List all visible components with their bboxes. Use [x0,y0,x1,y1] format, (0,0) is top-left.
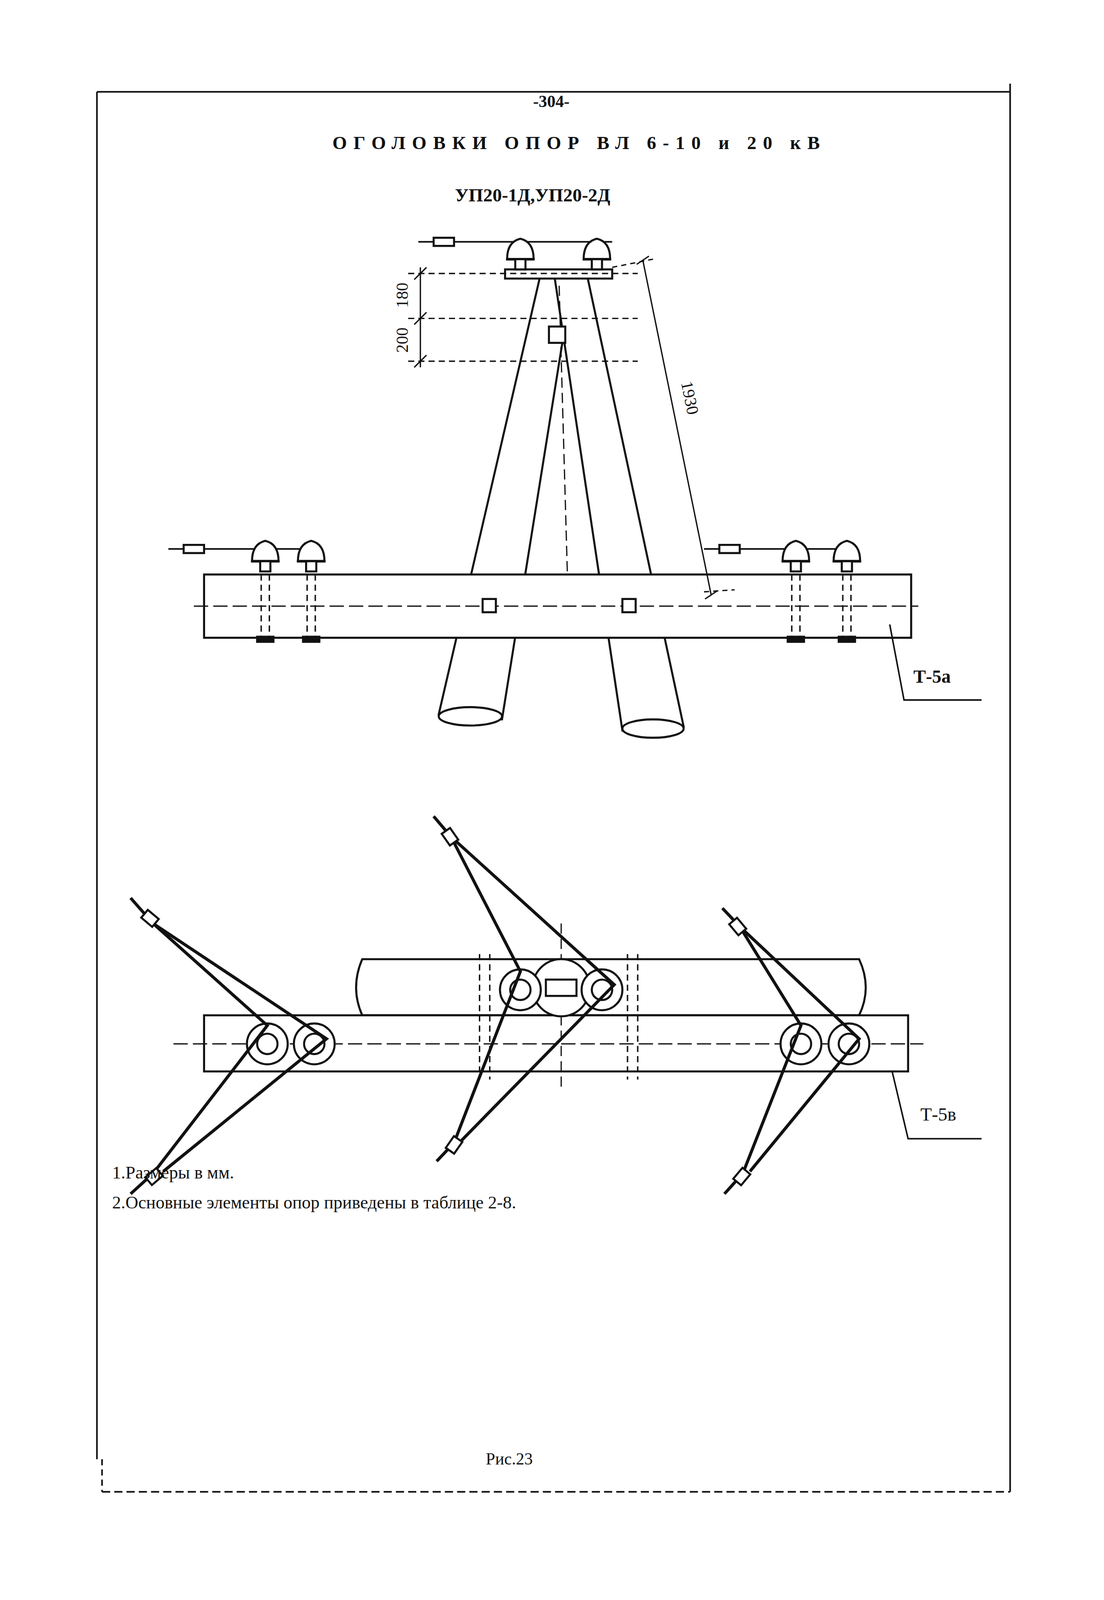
bolt [548,326,566,343]
insulator [297,540,326,572]
plan-view [173,923,924,1092]
insulator [505,238,535,270]
note: 2.Основные элементы опор приведены в таб… [112,1192,517,1213]
sheet-frame [96,83,1011,1492]
insulator [832,540,862,572]
dimension-lines [408,256,735,599]
note: 1.Размеры в мм. [112,1162,235,1183]
pole-cut [622,719,684,738]
insulator [582,238,612,270]
type-designation: УП20-1Д,УП20-2Д [455,184,611,207]
pole-cut [438,706,502,726]
dimension-value: 180 [391,279,414,311]
sheet-title: ОГОЛОВКИ ОПОР ВЛ 6-10 и 20 кВ [332,132,827,154]
dimension-value: 1930 [675,376,704,420]
insulator [250,540,280,572]
wire [168,242,852,549]
page-number: -304- [533,92,570,112]
wire-clamp [183,544,205,553]
nut [256,636,855,642]
axis-line [193,605,919,607]
part-label: Т-5а [913,665,951,688]
insulator [781,540,811,572]
part-label: Т-5в [920,1103,957,1126]
pole-right [554,273,684,731]
pin-hidden [261,564,851,642]
pole-left [438,273,574,720]
figure-caption: Рис.23 [485,1449,533,1469]
wire-ties [130,816,860,1194]
bolt [622,598,636,613]
elevation-view [168,237,919,738]
bolt [482,598,496,613]
wire-clamp [433,237,455,246]
tie-clamp [141,827,751,1186]
dimension-value: 200 [391,324,414,356]
wire-clamp [719,544,741,553]
bolt [545,979,577,996]
